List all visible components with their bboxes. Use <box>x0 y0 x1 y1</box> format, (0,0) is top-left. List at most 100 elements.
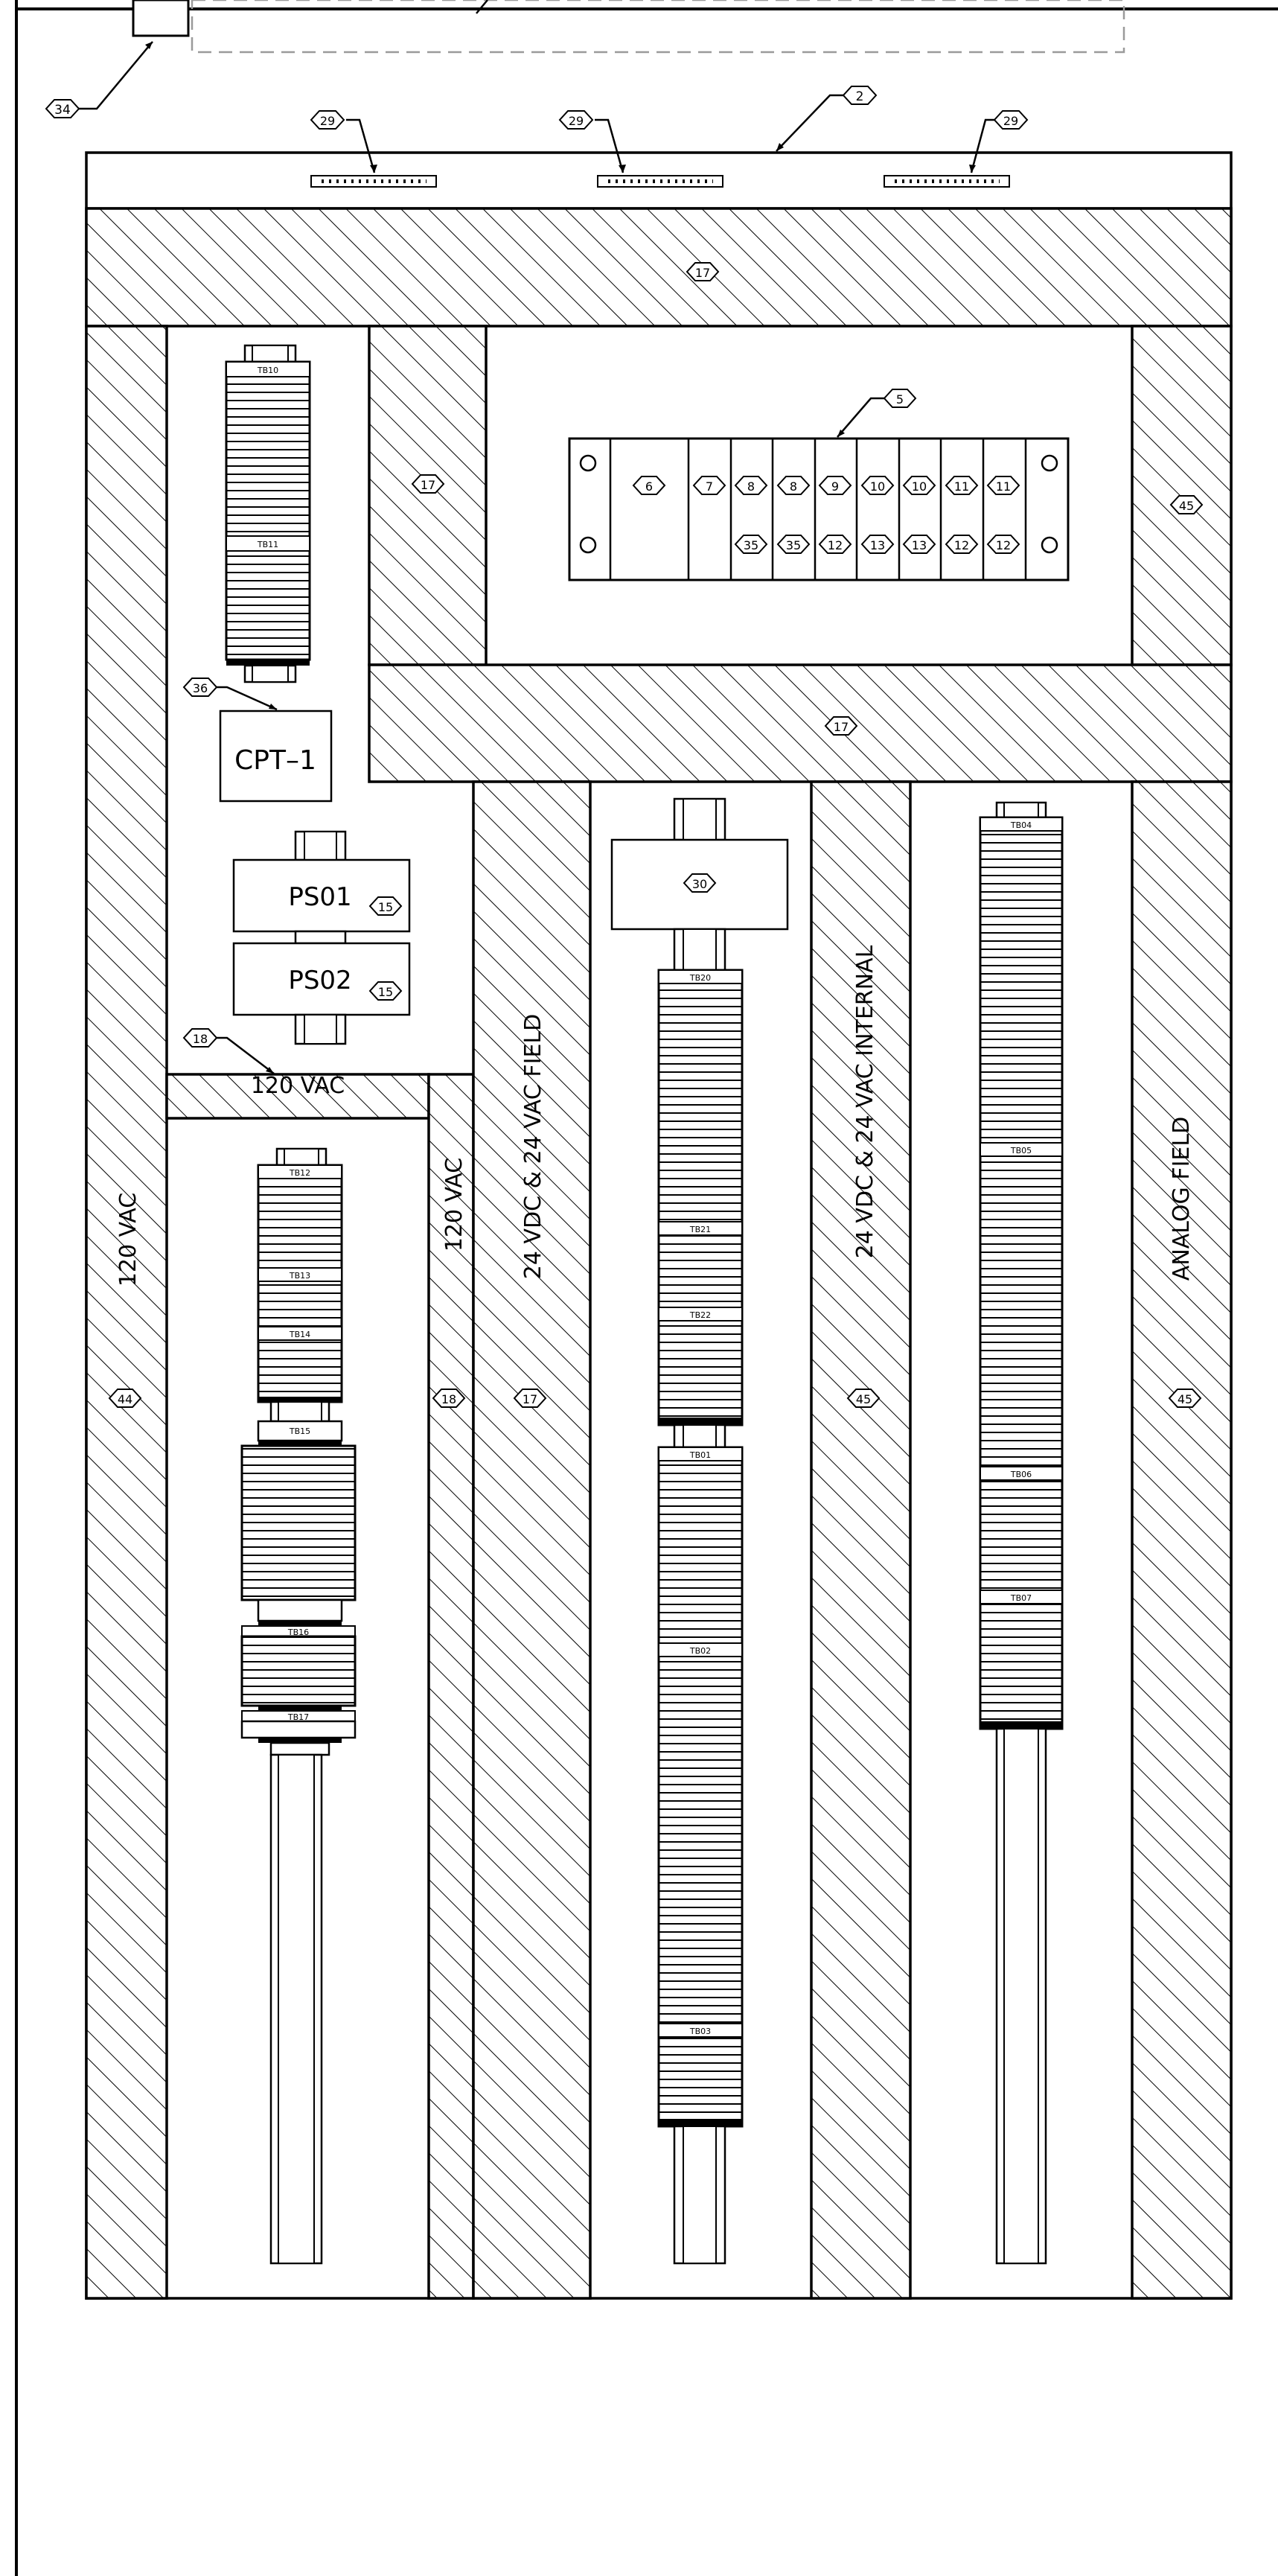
callout-13b: 13 <box>902 535 936 554</box>
svg-text:8: 8 <box>747 479 755 494</box>
tb01-label: TB01 <box>689 1450 711 1460</box>
mount-hole-icon <box>579 454 597 472</box>
tb12-label: TB12 <box>289 1168 310 1178</box>
tb16-label: TB16 <box>287 1627 309 1637</box>
power-supplies: PS01 15 PS02 15 <box>232 830 411 1045</box>
breaker-assembly: 6 7 8 8 9 10 10 11 11 35 35 12 13 13 12 … <box>568 437 1070 581</box>
callout-6: 6 <box>632 476 666 495</box>
callout-45-right-top: 45 <box>1169 495 1204 514</box>
svg-text:29: 29 <box>320 114 335 128</box>
ps02-label: PS02 <box>288 966 351 995</box>
svg-text:18: 18 <box>193 1032 208 1046</box>
svg-text:10: 10 <box>912 479 927 494</box>
svg-text:17: 17 <box>523 1392 537 1406</box>
duct-left-120vac <box>85 325 168 2300</box>
callout-36: 36 <box>182 678 278 711</box>
vent-fan-right <box>884 175 1010 188</box>
callout-18-top: 18 <box>182 1028 275 1074</box>
label-120vac-inner: 120 VAC <box>441 1158 467 1252</box>
callout-10b: 10 <box>902 476 936 495</box>
svg-text:45: 45 <box>1178 1392 1192 1406</box>
callout-9: 9 <box>818 476 852 495</box>
ps01-box <box>232 858 411 933</box>
tb02-label: TB02 <box>689 1646 711 1656</box>
duct-120vac-vertical <box>427 1073 475 2300</box>
callout-45-analog: 45 <box>1168 1389 1202 1408</box>
cpt-1-transformer: CPT–1 <box>219 710 333 803</box>
callout-12c: 12 <box>986 535 1020 554</box>
svg-text:13: 13 <box>912 538 927 552</box>
terminal-strip-center: 30 TB20 TB21 TB22 TB01 TB02 TB03 <box>610 797 789 2265</box>
vent-fan-left <box>310 175 437 188</box>
svg-text:36: 36 <box>193 681 208 695</box>
svg-text:45: 45 <box>1179 499 1194 513</box>
callout-35b: 35 <box>776 535 811 554</box>
svg-text:12: 12 <box>996 538 1011 552</box>
callout-11b: 11 <box>986 476 1020 495</box>
svg-text:44: 44 <box>118 1392 132 1406</box>
enclosure-outline <box>15 0 1278 2576</box>
svg-text:29: 29 <box>1003 114 1018 128</box>
wire-ducts <box>85 207 1233 2300</box>
svg-text:34: 34 <box>54 103 71 118</box>
callout-17-left: 17 <box>411 474 445 494</box>
duct-24v-field <box>472 780 592 2300</box>
door-leader-line <box>476 0 488 14</box>
ps02-box <box>232 942 411 1016</box>
callout-35a: 35 <box>734 535 768 554</box>
callout-17-middle: 17 <box>824 716 858 736</box>
tb13-label: TB13 <box>289 1271 310 1281</box>
svg-text:12: 12 <box>828 538 843 552</box>
svg-text:8: 8 <box>790 479 797 494</box>
callout-45-internal: 45 <box>846 1389 881 1408</box>
mount-hole-icon <box>1041 536 1058 554</box>
callout-17-top: 17 <box>686 262 720 281</box>
duct-analog-field <box>1131 780 1233 2300</box>
label-120vac-horizontal: 120 VAC <box>251 1073 345 1099</box>
callout-7: 7 <box>692 476 726 495</box>
callout-15b: 15 <box>368 981 403 1001</box>
callout-44: 44 <box>108 1389 142 1408</box>
svg-text:15: 15 <box>378 985 393 999</box>
tb15-label: TB15 <box>289 1426 310 1436</box>
svg-text:12: 12 <box>954 538 969 552</box>
callout-13a: 13 <box>860 535 895 554</box>
tb14-label: TB14 <box>289 1330 310 1339</box>
svg-text:11: 11 <box>996 479 1011 494</box>
tb07-label: TB07 <box>1010 1593 1032 1603</box>
svg-text:5: 5 <box>896 392 904 407</box>
tb20-label: TB20 <box>689 973 711 983</box>
svg-text:35: 35 <box>786 538 801 552</box>
ps01-label: PS01 <box>288 882 351 912</box>
callout-18-side: 18 <box>432 1389 466 1408</box>
tb06-label: TB06 <box>1010 1470 1032 1479</box>
tb11-label: TB11 <box>257 540 278 549</box>
label-24v-field: 24 VDC & 24 VAC FIELD <box>520 1014 546 1279</box>
duct-middle-horizontal <box>368 663 1233 783</box>
mount-hole-icon <box>579 536 597 554</box>
svg-text:10: 10 <box>870 479 885 494</box>
svg-text:17: 17 <box>834 720 849 734</box>
svg-text:17: 17 <box>421 478 435 492</box>
callout-17-field: 17 <box>513 1389 547 1408</box>
tb17-label: TB17 <box>287 1712 309 1722</box>
svg-text:11: 11 <box>954 479 969 494</box>
svg-text:17: 17 <box>695 266 710 280</box>
callout-30: 30 <box>683 873 717 893</box>
terminal-strip-tb10-tb11: TB10 TB11 <box>225 344 311 683</box>
svg-text:45: 45 <box>856 1392 871 1406</box>
svg-text:35: 35 <box>744 538 758 552</box>
cpt-1-label: CPT–1 <box>234 745 316 776</box>
callout-15a: 15 <box>368 896 403 916</box>
svg-text:29: 29 <box>569 114 584 128</box>
svg-text:9: 9 <box>831 479 839 494</box>
callout-5: 5 <box>837 389 917 438</box>
svg-text:18: 18 <box>441 1392 456 1406</box>
label-analog-field: ANALOG FIELD <box>1169 1117 1195 1281</box>
duct-upper-vertical <box>368 325 488 666</box>
svg-text:7: 7 <box>706 479 713 494</box>
svg-text:13: 13 <box>870 538 885 552</box>
svg-text:6: 6 <box>645 479 653 494</box>
callout-29-left: 29 <box>310 110 377 173</box>
